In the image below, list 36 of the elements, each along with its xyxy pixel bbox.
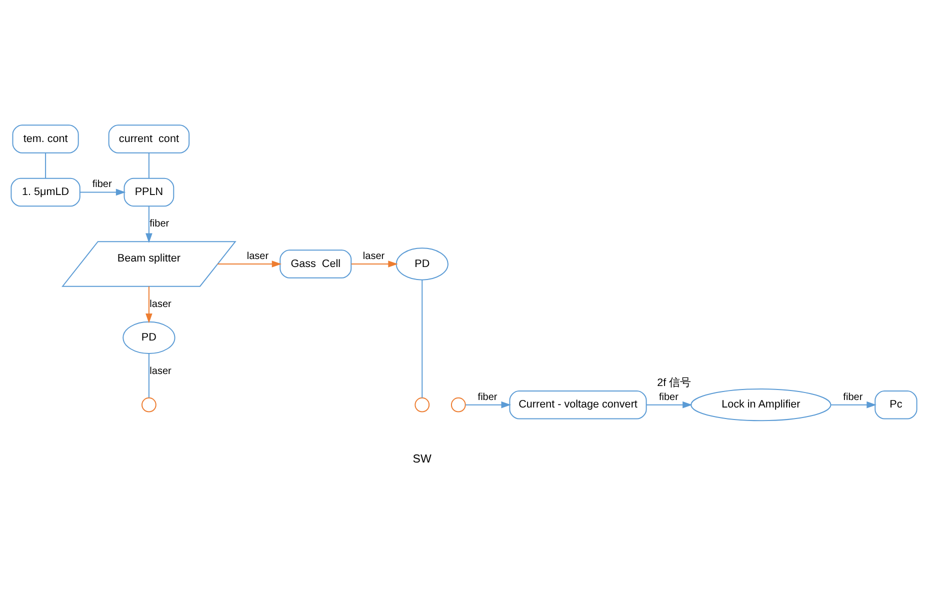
arrow: [646, 400, 692, 408]
edge-label: fiber: [843, 391, 863, 402]
arrow: [218, 260, 282, 267]
edge-label: fiber: [478, 391, 498, 402]
edge-label: laser: [150, 365, 172, 376]
label: SW: [412, 453, 432, 466]
arrow: [466, 400, 511, 408]
node-box: current cont: [108, 124, 190, 153]
arrow: [830, 400, 876, 408]
arrow: [80, 188, 126, 196]
edge-label: laser: [362, 250, 385, 262]
arrow: [146, 286, 152, 323]
node-ellipse: PD: [122, 320, 176, 354]
connector: [148, 353, 150, 398]
node-box: 1. 5μmLD: [10, 177, 80, 206]
node-ellipse: Lock in Amplifier: [690, 388, 832, 421]
node-box: Pc: [874, 390, 918, 419]
connector: [422, 279, 423, 398]
arrow: [351, 260, 398, 267]
edge-label: fiber: [658, 391, 678, 402]
node-label: 2f 信号: [657, 376, 692, 389]
node-ellipse: PD: [396, 247, 448, 280]
node-circle: [414, 396, 430, 412]
arrow: [146, 206, 152, 243]
edge-label: fiber: [92, 178, 112, 190]
node-box: Current - voltage convert: [509, 390, 647, 419]
node-box: PPLN: [124, 177, 174, 206]
edge-label: laser: [150, 298, 172, 310]
node-circle: [142, 396, 156, 412]
connector: [148, 152, 150, 178]
node-box: Gass Cell: [280, 249, 352, 278]
connector: [45, 152, 46, 178]
node-box: tem. cont: [12, 124, 79, 153]
node-circle: [450, 396, 466, 412]
edge-label: fiber: [150, 218, 170, 229]
edge-label: laser: [246, 250, 269, 262]
